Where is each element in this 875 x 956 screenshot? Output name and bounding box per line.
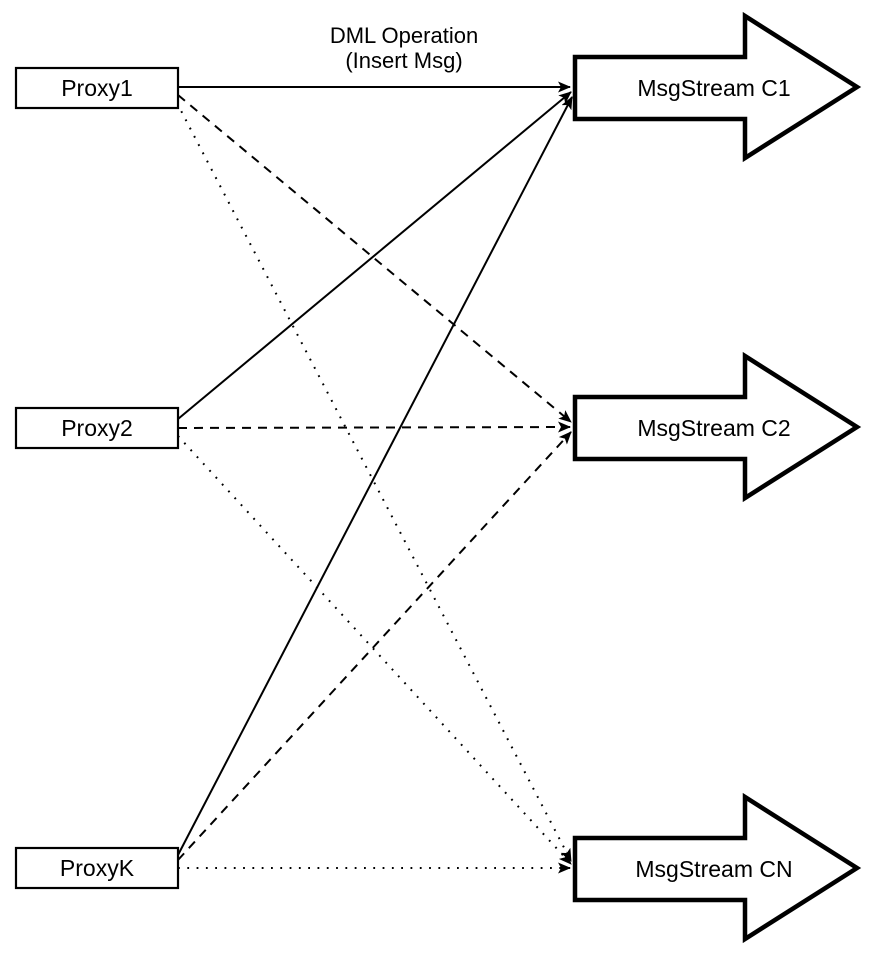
msgstream-c1-arrow-shape xyxy=(572,11,862,163)
edge-proxy2-c2 xyxy=(177,421,571,433)
msgstream-c2-node: MsgStream C2 xyxy=(572,351,862,503)
msgstream-c2-arrow-shape xyxy=(572,351,862,503)
proxyk-label: ProxyK xyxy=(60,855,135,881)
proxy-nodes: Proxy1 Proxy2 ProxyK xyxy=(14,66,180,890)
edge-proxy2-cn xyxy=(177,435,572,865)
proxy1-node: Proxy1 xyxy=(14,66,180,110)
msgstream-c1-label: MsgStream C1 xyxy=(637,75,790,101)
edge-proxy1-cn xyxy=(176,102,572,862)
edges xyxy=(176,81,573,874)
edge-label-line1: DML Operation xyxy=(330,23,478,48)
edge-label-line2: (Insert Msg) xyxy=(345,48,462,73)
msgstream-cn-label: MsgStream CN xyxy=(635,856,792,882)
edge-proxyk-c2 xyxy=(177,431,572,861)
msgstream-c1-node: MsgStream C1 xyxy=(572,11,862,163)
proxy2-box xyxy=(14,406,180,450)
edge-proxyk-c1 xyxy=(177,96,573,856)
msgstream-c2-label: MsgStream C2 xyxy=(637,415,790,441)
edge-proxy2-c1 xyxy=(177,91,572,420)
proxyk-node: ProxyK xyxy=(14,846,180,890)
proxy2-label: Proxy2 xyxy=(61,415,133,441)
msgstream-cn-node: MsgStream CN xyxy=(572,792,862,944)
edge-proxy1-c2 xyxy=(177,94,572,423)
proxy2-node: Proxy2 xyxy=(14,406,180,450)
msgstream-nodes: MsgStream C1 MsgStream C2 MsgStream CN xyxy=(572,11,862,944)
proxyk-box xyxy=(14,846,180,890)
edge-label-dml-operation: DML Operation (Insert Msg) xyxy=(330,23,478,73)
msgstream-cn-arrow-shape xyxy=(572,792,862,944)
proxy1-box xyxy=(14,66,180,110)
proxy1-label: Proxy1 xyxy=(61,75,133,101)
